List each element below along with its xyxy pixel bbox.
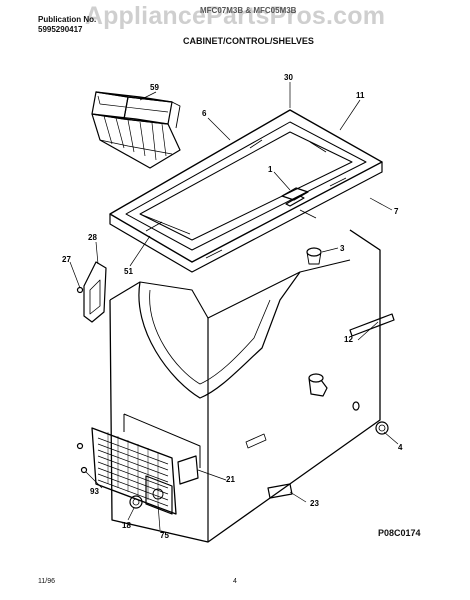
footer-page-number: 4	[233, 578, 237, 585]
footer-date: 11/96	[38, 578, 55, 585]
callout-21: 21	[226, 475, 235, 484]
callout-23: 23	[310, 499, 319, 508]
callout-93: 93	[90, 487, 99, 496]
callout-7: 7	[394, 207, 399, 216]
side-louver-part	[245, 433, 267, 449]
watermark: AppliancePartsPros.com	[84, 2, 386, 30]
callout-59: 59	[150, 83, 159, 92]
callout-27: 27	[62, 255, 71, 264]
drain-plug-part	[306, 247, 322, 265]
callout-30: 30	[284, 73, 293, 82]
lid-handle-part	[281, 187, 309, 207]
control-knob-part	[129, 495, 143, 509]
basket-part	[91, 91, 181, 169]
bumper-part	[267, 483, 293, 499]
callout-12: 12	[344, 335, 353, 344]
publication-label: Publication No.	[38, 15, 97, 24]
warning-label-part	[349, 313, 395, 337]
bezel-part	[145, 475, 173, 515]
thermostat-part	[177, 455, 199, 485]
callout-3: 3	[340, 244, 345, 253]
callout-18: 18	[122, 521, 131, 530]
callout-1: 1	[268, 165, 273, 174]
callout-6: 6	[202, 109, 207, 118]
callout-51: 51	[124, 267, 133, 276]
front-grille-part	[76, 413, 201, 515]
callout-75: 75	[160, 531, 169, 540]
thermostat-bracket-part	[76, 261, 107, 323]
lid-frame-part	[109, 109, 383, 273]
leader-lines	[69, 82, 399, 531]
publication-number: 5995290417	[38, 25, 83, 34]
callout-4: 4	[398, 443, 403, 452]
callout-28: 28	[88, 233, 97, 242]
diagram-code: P08C0174	[378, 528, 421, 538]
model-numbers: MFC07M3B & MFC05M3B	[200, 6, 297, 15]
drain-tube-part	[308, 373, 389, 435]
section-title: CABINET/CONTROL/SHELVES	[183, 36, 314, 46]
callout-11: 11	[356, 91, 365, 100]
cabinet-body-part	[109, 229, 381, 543]
